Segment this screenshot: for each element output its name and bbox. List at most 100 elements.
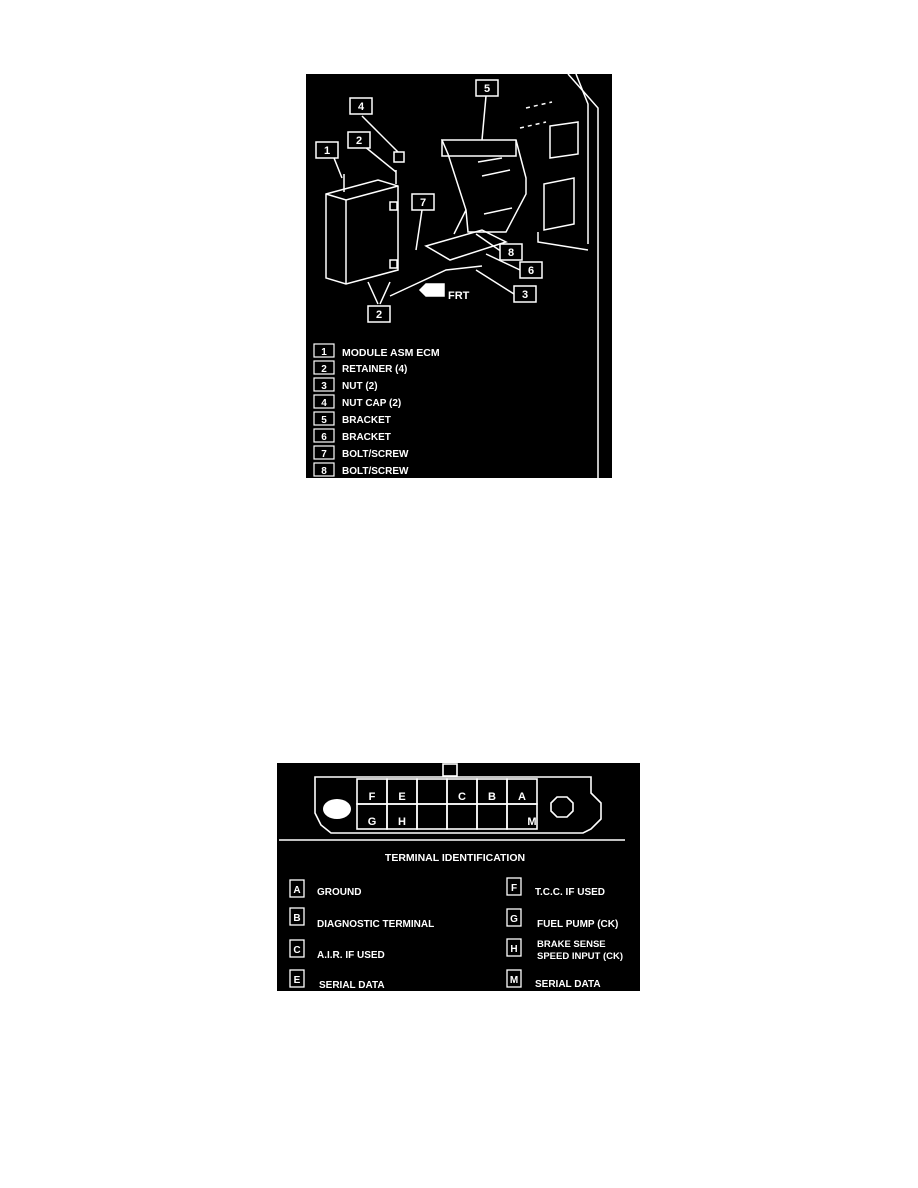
nut-cap-shape (393, 151, 405, 163)
svg-text:G: G (510, 914, 518, 925)
terminal-identification-title: TERMINAL IDENTIFICATION (385, 852, 525, 864)
svg-text:8: 8 (321, 466, 327, 477)
leader-2-bottom-a (367, 281, 379, 305)
svg-text:8: 8 (508, 247, 514, 259)
svg-text:1: 1 (324, 145, 330, 157)
pin-letter: M (527, 816, 536, 828)
callout-2-bottom: 2 (367, 305, 391, 323)
callout-7: 7 (411, 193, 435, 211)
connector-key-tab (442, 763, 458, 777)
svg-text:2: 2 (356, 135, 362, 147)
frt-label: FRT (448, 290, 470, 302)
svg-text:FUEL PUMP (CK): FUEL PUMP (CK) (537, 919, 618, 930)
svg-text:T.C.C. IF USED: T.C.C. IF USED (535, 887, 605, 898)
terminal-row: C A.I.R. IF USED (289, 939, 385, 961)
svg-text:6: 6 (528, 265, 534, 277)
legend-row: 8 BOLT/SCREW (313, 462, 409, 477)
svg-text:BOLT/SCREW: BOLT/SCREW (342, 449, 409, 460)
terminal-identification-figure: F E C B A G H M TERMINAL IDENTIFICATION … (277, 763, 640, 991)
svg-text:SPEED INPUT (CK): SPEED INPUT (CK) (537, 951, 623, 962)
terminal-row: M SERIAL DATA (506, 969, 601, 990)
svg-text:A: A (293, 885, 300, 896)
svg-text:RETAINER (4): RETAINER (4) (342, 364, 407, 375)
svg-text:B: B (293, 913, 300, 924)
oval-polarizer-icon (323, 799, 351, 819)
svg-text:BOLT/SCREW: BOLT/SCREW (342, 466, 409, 477)
svg-text:SERIAL DATA: SERIAL DATA (535, 979, 601, 990)
parts-legend: 1 MODULE ASM ECM 2 RETAINER (4) 3 NUT (2… (313, 343, 440, 477)
octagon-polarizer-icon (550, 796, 574, 818)
svg-text:SERIAL DATA: SERIAL DATA (319, 980, 385, 991)
callout-5: 5 (475, 79, 499, 97)
legend-row: 3 NUT (2) (313, 377, 378, 392)
ecm-module-edge (325, 185, 399, 201)
svg-text:DIAGNOSTIC TERMINAL: DIAGNOSTIC TERMINAL (317, 919, 434, 930)
leader-line-module (389, 265, 483, 297)
pin-letter: E (398, 791, 405, 803)
pin-grid (356, 778, 538, 830)
svg-text:C: C (293, 945, 300, 956)
connector-drawing: F E C B A G H M TERMINAL IDENTIFICATION … (279, 763, 625, 991)
svg-text:1: 1 (321, 347, 327, 358)
svg-text:A.I.R. IF USED: A.I.R. IF USED (317, 950, 385, 961)
leader-5 (481, 95, 487, 141)
bracket-upper-flange (441, 140, 517, 157)
legend-row: 7 BOLT/SCREW (313, 445, 409, 460)
body-panel-edge (567, 74, 599, 478)
legend-row: 2 RETAINER (4) (313, 360, 407, 375)
svg-text:7: 7 (420, 197, 426, 209)
legend-row: 1 MODULE ASM ECM (313, 343, 440, 359)
pin-letter: G (368, 816, 377, 828)
leader-1 (333, 157, 343, 179)
ecm-mounting-drawing: FRT 4 5 2 1 7 8 6 (313, 74, 599, 478)
ecm-mounting-figure: FRT 4 5 2 1 7 8 6 (306, 74, 612, 478)
svg-text:BRACKET: BRACKET (342, 432, 391, 443)
svg-text:BRACKET: BRACKET (342, 415, 391, 426)
leader-3 (475, 269, 515, 295)
pin-letter: A (518, 791, 526, 803)
callout-3: 3 (513, 285, 537, 303)
leader-2-top (363, 145, 397, 173)
bolt-3 (483, 207, 513, 215)
leader-7 (415, 209, 423, 251)
svg-text:3: 3 (321, 381, 327, 392)
ecm-module-shape (325, 179, 399, 285)
callout-8: 8 (499, 243, 523, 261)
ecm-connector-bottom (389, 259, 398, 269)
dashed-line-1 (525, 101, 553, 109)
leader-8 (475, 233, 503, 253)
body-ledge (537, 232, 589, 251)
legend-row: 6 BRACKET (313, 428, 391, 443)
svg-text:5: 5 (484, 83, 490, 95)
svg-text:6: 6 (321, 432, 327, 443)
terminal-list-left: A GROUND B DIAGNOSTIC TERMINAL C A.I.R. … (289, 879, 434, 991)
ecm-connector-top (389, 201, 398, 211)
terminal-row: B DIAGNOSTIC TERMINAL (289, 907, 434, 930)
callout-4: 4 (349, 97, 373, 115)
terminal-row: H BRAKE SENSE SPEED INPUT (CK) (506, 938, 623, 962)
svg-text:NUT (2): NUT (2) (342, 381, 378, 392)
svg-text:2: 2 (321, 364, 327, 375)
svg-text:GROUND: GROUND (317, 887, 361, 898)
pin-letter: F (369, 791, 376, 803)
callout-6: 6 (519, 261, 543, 279)
svg-text:BRAKE SENSE: BRAKE SENSE (537, 939, 606, 950)
body-opening-lower (543, 177, 575, 231)
terminal-row: A GROUND (289, 879, 361, 898)
pin-letter: C (458, 791, 466, 803)
svg-text:7: 7 (321, 449, 327, 460)
callout-1: 1 (315, 141, 339, 159)
svg-text:F: F (511, 883, 517, 894)
leader-6 (485, 253, 521, 271)
terminal-row: G FUEL PUMP (CK) (506, 908, 618, 930)
pin-letter: H (398, 816, 406, 828)
body-panel-edge-2 (575, 74, 589, 244)
leader-4 (361, 115, 399, 153)
bracket-upper-leg (453, 209, 467, 235)
bracket-lower-shape (424, 229, 508, 261)
dashed-line-2 (519, 121, 547, 129)
terminal-list-right: F T.C.C. IF USED G FUEL PUMP (CK) H BRAK… (506, 877, 623, 990)
svg-text:MODULE ASM ECM: MODULE ASM ECM (342, 347, 440, 359)
svg-text:3: 3 (522, 289, 528, 301)
frt-arrow-icon (418, 283, 445, 297)
